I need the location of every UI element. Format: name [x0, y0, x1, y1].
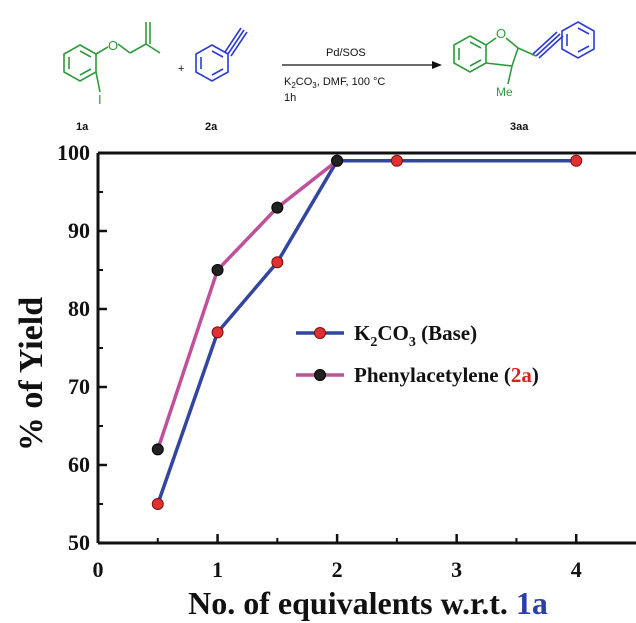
- x-tick-label: 0: [93, 557, 104, 582]
- data-point-series-0: [151, 498, 164, 510]
- reaction-scheme: O I 1a + 2a Pd/SOS K2CO3, DMF, 100 °C 1h: [63, 21, 595, 133]
- data-point-series-0: [271, 256, 284, 269]
- x-tick-label: 4: [571, 557, 582, 582]
- data-point-series-1: [211, 264, 224, 276]
- molecule-2a: [195, 27, 248, 82]
- legend-marker-phenylacetylene: [314, 369, 326, 381]
- axis-ticks: 50 60 70 80 90 100 0 1 2 3 4: [57, 140, 582, 582]
- plus-sign: +: [178, 63, 184, 75]
- atom-I-1a: I: [98, 92, 102, 107]
- y-axis-title: % of Yield: [13, 297, 50, 451]
- data-point-series-1: [151, 443, 164, 456]
- label-2a: 2a: [205, 121, 218, 133]
- y-tick-label: 90: [68, 218, 90, 243]
- legend: K2CO3 (Base) Phenylacetylene (2a): [296, 321, 539, 387]
- legend-marker-k2co3: [314, 327, 326, 339]
- label-3aa: 3aa: [510, 121, 529, 133]
- legend-label-k2co3: K2CO3 (Base): [354, 321, 477, 350]
- atom-O-1a: O: [108, 38, 118, 53]
- molecule-3aa: [453, 21, 595, 85]
- y-tick-label: 80: [68, 296, 90, 321]
- atom-Me-3aa: Me: [496, 85, 513, 99]
- data-point-series-1: [271, 201, 284, 214]
- series-line-1: [156, 159, 339, 450]
- data-point-series-0: [570, 154, 583, 167]
- x-tick-label: 1: [212, 557, 223, 582]
- reagent-catalyst: Pd/SOS: [326, 47, 366, 59]
- yield-chart: 50 60 70 80 90 100 0 1 2 3 4 % of Yield No. of equ…: [13, 140, 636, 621]
- atom-O-3aa: O: [496, 26, 506, 41]
- legend-label-phenylacetylene: Phenylacetylene (2a): [354, 363, 539, 387]
- reaction-arrow: [282, 61, 442, 69]
- chart-series: [151, 154, 583, 510]
- x-tick-label: 2: [332, 557, 343, 582]
- label-1a: 1a: [76, 121, 89, 133]
- y-tick-label: 50: [68, 530, 90, 555]
- data-point-series-0: [390, 154, 403, 167]
- x-tick-label: 3: [451, 557, 462, 582]
- chart-frame: [96, 151, 636, 545]
- data-point-series-0: [211, 326, 224, 339]
- y-tick-label: 70: [68, 374, 90, 399]
- reaction-conditions: K2CO3, DMF, 100 °C: [284, 76, 385, 90]
- y-tick-label: 100: [57, 140, 90, 165]
- y-tick-label: 60: [68, 452, 90, 477]
- series-line-0: [156, 159, 577, 505]
- reaction-time: 1h: [284, 92, 296, 104]
- x-axis-title-ref: 1a: [516, 585, 548, 621]
- x-axis-title: No. of equivalents w.r.t. 1a: [188, 585, 548, 621]
- molecule-1a: [63, 22, 161, 93]
- data-point-series-1: [331, 154, 344, 167]
